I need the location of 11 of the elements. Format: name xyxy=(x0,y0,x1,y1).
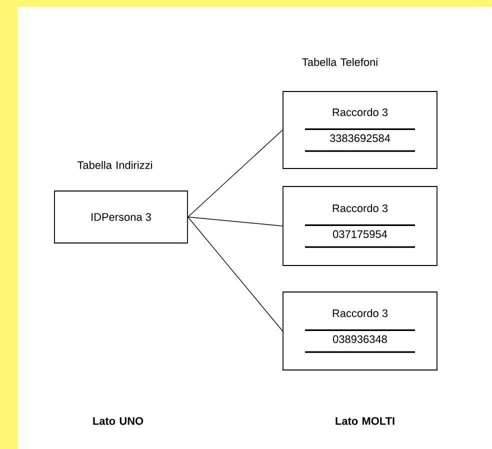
connector-line xyxy=(188,130,283,218)
label-text: Tabella Telefoni xyxy=(302,58,378,66)
connector-line xyxy=(188,216,283,332)
record-box: Raccordo 3 037175954 xyxy=(282,186,438,266)
key-box: IDPersona 3 xyxy=(54,190,188,244)
connector-line xyxy=(188,216,283,226)
label-text: Tabella Indirizzi xyxy=(77,160,152,170)
label-text: Lato MOLTI xyxy=(336,417,394,425)
record-box: Raccordo 3 3383692584 xyxy=(282,91,438,169)
record-box: Raccordo 3 038936348 xyxy=(282,292,438,370)
label-text: Lato UNO xyxy=(93,417,144,425)
